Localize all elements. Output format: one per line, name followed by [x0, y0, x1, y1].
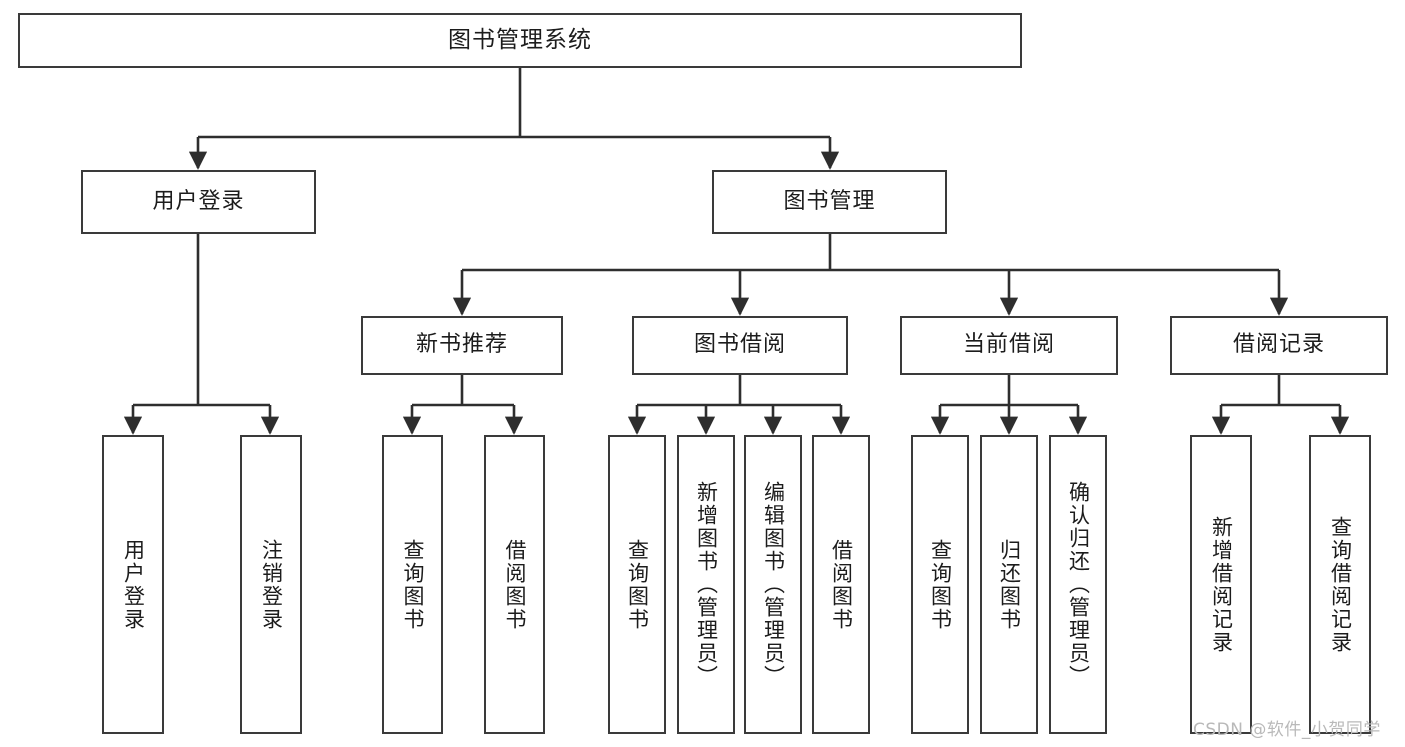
node-user-login[interactable]: 用户登录 — [81, 170, 316, 234]
node-leaf-query-record[interactable]: 查询借阅记录 — [1309, 435, 1371, 734]
node-borrow-record[interactable]: 借阅记录 — [1170, 316, 1388, 375]
node-leaf-logout-login[interactable]: 注销登录 — [240, 435, 302, 734]
node-leaf-add-book-label: 新增图书（管理员） — [694, 481, 719, 688]
node-leaf-return-book-label: 归还图书 — [997, 538, 1022, 631]
node-leaf-query-record-label: 查询借阅记录 — [1328, 515, 1353, 654]
node-leaf-add-record-label: 新增借阅记录 — [1209, 515, 1234, 654]
node-current-borrow-label: 当前借阅 — [962, 332, 1055, 358]
node-book-manage[interactable]: 图书管理 — [712, 170, 947, 234]
node-leaf-confirm-return[interactable]: 确认归还（管理员） — [1049, 435, 1107, 734]
node-leaf-query-book-3[interactable]: 查询图书 — [911, 435, 969, 734]
node-root-label: 图书管理系统 — [448, 26, 592, 53]
node-leaf-query-book-2[interactable]: 查询图书 — [608, 435, 666, 734]
node-book-borrow-label: 图书借阅 — [693, 332, 786, 358]
node-borrow-record-label: 借阅记录 — [1232, 332, 1325, 358]
node-leaf-borrow-book-1-label: 借阅图书 — [502, 538, 527, 631]
node-leaf-user-login-label: 用户登录 — [121, 538, 146, 631]
node-leaf-add-record[interactable]: 新增借阅记录 — [1190, 435, 1252, 734]
node-leaf-query-book-2-label: 查询图书 — [625, 538, 650, 631]
node-current-borrow[interactable]: 当前借阅 — [900, 316, 1118, 375]
watermark-text: CSDN @软件_小贺同学 — [1193, 720, 1381, 740]
node-new-book-rec[interactable]: 新书推荐 — [361, 316, 563, 375]
node-leaf-query-book-3-label: 查询图书 — [928, 538, 953, 631]
node-leaf-logout-login-label: 注销登录 — [259, 538, 284, 631]
node-leaf-borrow-book-2[interactable]: 借阅图书 — [812, 435, 870, 734]
node-leaf-user-login[interactable]: 用户登录 — [102, 435, 164, 734]
node-leaf-confirm-return-label: 确认归还（管理员） — [1066, 481, 1091, 688]
node-book-borrow[interactable]: 图书借阅 — [632, 316, 848, 375]
node-leaf-edit-book-label: 编辑图书（管理员） — [761, 481, 786, 688]
node-leaf-query-book-1[interactable]: 查询图书 — [382, 435, 443, 734]
node-user-login-label: 用户登录 — [152, 188, 245, 214]
node-leaf-add-book[interactable]: 新增图书（管理员） — [677, 435, 735, 734]
node-leaf-borrow-book-1[interactable]: 借阅图书 — [484, 435, 545, 734]
node-book-manage-label: 图书管理 — [783, 188, 876, 214]
node-leaf-borrow-book-2-label: 借阅图书 — [829, 538, 854, 631]
node-new-book-rec-label: 新书推荐 — [415, 332, 508, 358]
node-leaf-return-book[interactable]: 归还图书 — [980, 435, 1038, 734]
node-root[interactable]: 图书管理系统 — [18, 13, 1022, 68]
node-leaf-query-book-1-label: 查询图书 — [400, 538, 425, 631]
node-leaf-edit-book[interactable]: 编辑图书（管理员） — [744, 435, 802, 734]
